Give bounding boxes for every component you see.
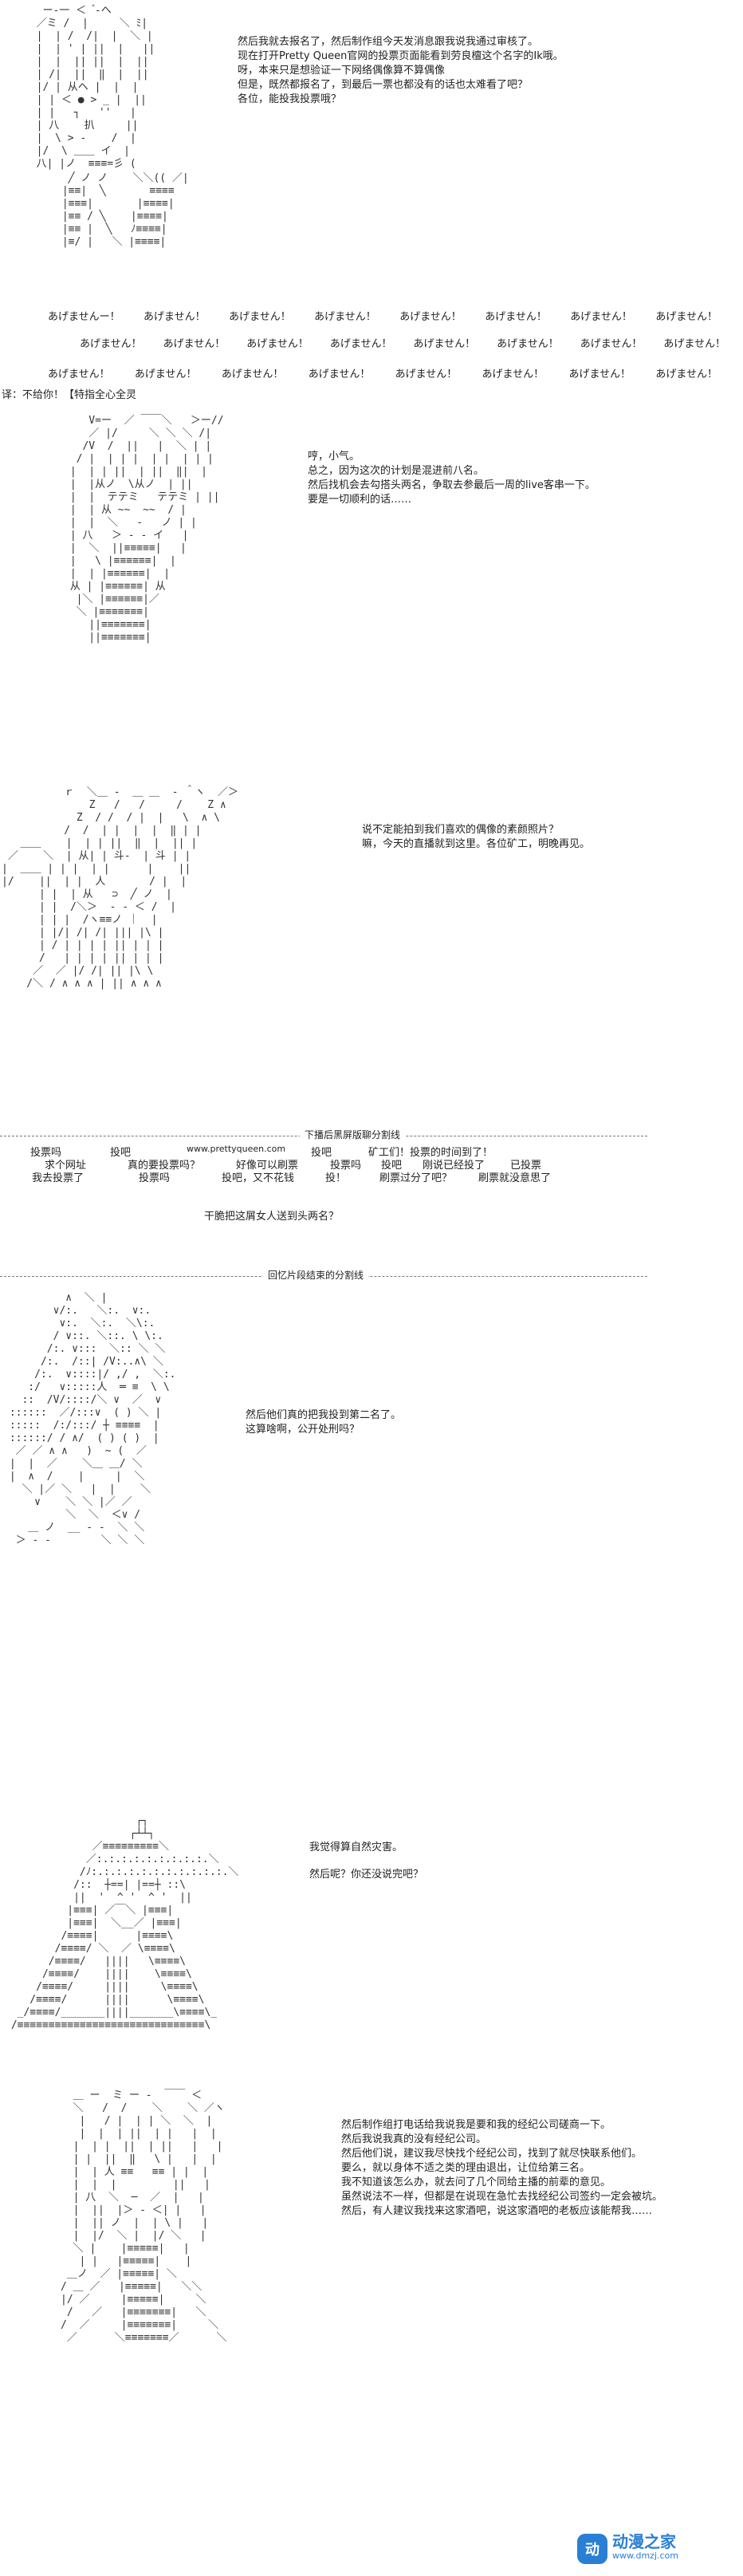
question-line: 干脆把这屑女人送到头两名？ (204, 1211, 340, 1223)
chant: あげません！ (308, 368, 371, 380)
dialogue-line: 然后，有人建议我找来这家酒吧，说这家酒吧的老板应该能帮我…… (341, 2205, 653, 2217)
chant: あげません！ (663, 338, 725, 350)
chant: あげません！ (485, 311, 547, 323)
chat-message: 投！ (325, 1172, 347, 1184)
dialogue-line: 但是，既然都报名了，到最后一票也都没有的话也太难看了吧？ (238, 79, 529, 91)
chant: あげません！ (143, 311, 206, 323)
chat-message: 投吧 (311, 1147, 332, 1159)
panel2-dialogue: 哼，小气。 总之，因为这次的计划是混进前八名。 然后找机会去勾搭头两名，争取去参… (308, 450, 596, 507)
panel4-dialogue: 然后他们真的把我投到第二名了。 这算啥啊，公开处刑吗？ (246, 1408, 401, 1437)
chat-message: 投吧，又不花钱 (222, 1172, 295, 1184)
watermark-logo-icon: 动 (577, 2534, 607, 2564)
dialogue-line: 呀，本来只是想验证一下网络偶像算不算偶像 (238, 65, 446, 77)
ascii-art-character-3: ｒ ＼＿ ‐ ＿ ＿ ‐ ＾ヽ ／＞ Z / / / Z ∧ Z / / / |… (2, 786, 239, 990)
dialogue-line: 然后我说我真的没有经纪公司。 (341, 2133, 487, 2145)
site-watermark: 动 动漫之家 www.dmzj.com (577, 2530, 729, 2568)
chant: あげません！ (413, 338, 476, 350)
dialogue-line: 各位，能投我投票哦？ (238, 93, 342, 105)
watermark-name: 动漫之家 (612, 2532, 676, 2551)
dialogue-line: 要是一切顺利的话…… (308, 494, 412, 506)
chat-message: 矿工们！投票的时间到了！ (368, 1147, 493, 1159)
dialogue-line: 然后他们真的把我投到第二名了。 (246, 1409, 402, 1421)
chant: あげません！ (497, 338, 559, 350)
stream-divider-label: 下播后黑屏版聊分割线 (300, 1129, 406, 1140)
chant-row-2: あげません！ あげません！ あげません！ あげません！ あげません！ あげません… (80, 335, 725, 350)
panel6-dialogue: 然后制作组打电话给我说我是要和我的经纪公司磋商一下。 然后我说我真的没有经纪公司… (341, 2118, 662, 2219)
dialogue-line: 然后我就去报名了，然后制作组今天发消息跟我说我通过审核了。 (238, 36, 539, 48)
dialogue-line: 嘛，今天的直播就到这里。各位矿工，明晚再见。 (362, 838, 591, 850)
chant: あげません！ (229, 311, 291, 323)
panel3-dialogue: 说不定能拍到我们喜欢的偶像的素颜照片？ 嘛，今天的直播就到这里。各位矿工，明晚再… (362, 823, 590, 852)
dialogue-line: 虽然说法不一样，但都是在说现在急忙去找经纪公司签约一定会被坑。 (341, 2191, 663, 2203)
chant: あげません！ (163, 338, 226, 350)
chant: あげません！ (134, 368, 197, 380)
chant: あげません！ (314, 311, 376, 323)
chant: あげません！ (80, 338, 142, 350)
chat-message: 投票吗 (330, 1160, 362, 1172)
dialogue-line: 我觉得算自然灾害。 (309, 1841, 403, 1853)
ascii-art-character-1-body: ╱ ノ ノ ＼＼(( ／| |≡≡| ╲ ≡≡≡≡ |≡≡≡| |≡≡≡≡| |… (61, 172, 189, 248)
chat-message: 真的要投票吗？ (128, 1160, 201, 1172)
chant: あげません！ (570, 311, 632, 323)
chant: あげませんー！ (48, 311, 120, 323)
chat-message: www.prettyqueen.com (187, 1144, 286, 1154)
chat-message: 投票吗 (30, 1147, 62, 1159)
chant: あげません！ (395, 368, 458, 380)
ascii-art-bartender: ┌┐ ┌┴┴┐ ／≡≡≡≡≡≡≡≡≡＼ ／:.:.:.:.:.:.:.:.:.＼… (10, 1815, 239, 2031)
chant: あげません！ (580, 338, 643, 350)
chant: あげません！ (482, 368, 544, 380)
chat-message: 投吧 (110, 1147, 132, 1159)
dialogue-line: 然后他们说，建议我尽快找个经纪公司，找到了就尽快联系他们。 (341, 2148, 643, 2160)
dialogue-line: 哼，小气。 (308, 451, 360, 463)
dialogue-line: 然后制作组打电话给我说我是要和我的经纪公司磋商一下。 (341, 2119, 611, 2131)
chat-message: 刚说已经投了 (423, 1160, 486, 1172)
translator-note: 译：不给你！【特指全心全灵 (2, 389, 137, 401)
chant: あげません！ (221, 368, 284, 380)
chant: あげません！ (246, 338, 309, 350)
dialogue-line: 这算啥啊，公开处刑吗？ (246, 1424, 360, 1436)
chant: あげません！ (568, 368, 631, 380)
panel5-dialogue: 我觉得算自然灾害。 然后呢？你还没说完吧？ (309, 1841, 423, 1882)
chat-row-2: 求个网址 真的要投票吗？ 好像可以刷票 投票吗 投吧 刚说已经投了 已投票 (45, 1156, 603, 1172)
chat-message: 我去投票了 (32, 1172, 85, 1184)
dialogue-line: 要么，就以身体不适之类的理由退出，让位给第三名。 (341, 2162, 591, 2174)
chant: あげません！ (655, 311, 717, 323)
chat-message: 求个网址 (45, 1160, 87, 1172)
dialogue-line: 我不知道该怎么办，就去问了几个同给主播的前辈的意见。 (341, 2176, 611, 2188)
chant: あげません！ (399, 311, 462, 323)
chant: あげません！ (48, 368, 110, 380)
dialogue-line: 然后找机会去勾搭头两名，争取去参最后一周的live客串一下。 (308, 479, 596, 491)
chat-row-3: 我去投票了 投票吗 投吧，又不花钱 投！ 刷票过分了吧？ 刷票就没意思了 (32, 1169, 606, 1184)
chat-message: 已投票 (510, 1160, 542, 1172)
chant: あげません！ (329, 338, 392, 350)
chant-row-3: あげません！ あげません！ あげません！ あげません！ あげません！ あげません… (48, 365, 717, 380)
dialogue-line: 说不定能拍到我们喜欢的偶像的素颜照片？ (362, 824, 560, 836)
dialogue-line: 总之，因为这次的计划是混进前八名。 (308, 465, 485, 477)
chat-message: 刷票过分了吧？ (379, 1172, 453, 1184)
ascii-art-character-6: ＿ ー ミ ー ‐ ￣￣ ＜ ＼ / / ＼ ＼ ／ヽ | / | | | ＼ … (61, 2090, 227, 2344)
dialogue-line: 然后呢？你还没说完吧？ (309, 1869, 424, 1881)
panel1-dialogue: 然后我就去报名了，然后制作组今天发消息跟我说我通过审核了。 现在打开Pretty… (238, 35, 564, 107)
chat-message: 投票吗 (139, 1172, 171, 1184)
flashback-divider-label: 回忆片段结束的分割线 (263, 1270, 369, 1281)
chat-message: 刷票就没意思了 (478, 1172, 552, 1184)
ascii-art-character-2: V=ー ／ ￣￣＼ ＞ー// ／ |/ ＼ ＼ ＼ /| /V / || | ＼… (69, 415, 224, 644)
ascii-art-character-4: ∧ ＼ | ∨/:. ＼:. ∨:. ∨:. ＼:. ＼\:. / ∨::. ＼… (9, 1292, 176, 1546)
watermark-url: www.dmzj.com (612, 2550, 678, 2561)
chat-row-1: 投票吗 投吧 www.prettyqueen.com 投吧 矿工们！投票的时间到… (30, 1144, 588, 1159)
chat-message: 好像可以刷票 (236, 1160, 299, 1172)
chant-row-1: あげませんー！ あげません！ あげません！ あげません！ あげません！ あげませ… (48, 308, 717, 323)
ascii-art-character-1: ー‐一 ＜ ゙‐ヘ ／ミ / | ＼ ﾐ| | | / /| | ＼ | | |… (36, 5, 155, 170)
chat-message: 投吧 (381, 1160, 403, 1172)
chant: あげません！ (655, 368, 717, 380)
dialogue-line: 现在打开Pretty Queen官网的投票页面能看到劳良檀这个名字的Ik哦。 (238, 50, 564, 62)
